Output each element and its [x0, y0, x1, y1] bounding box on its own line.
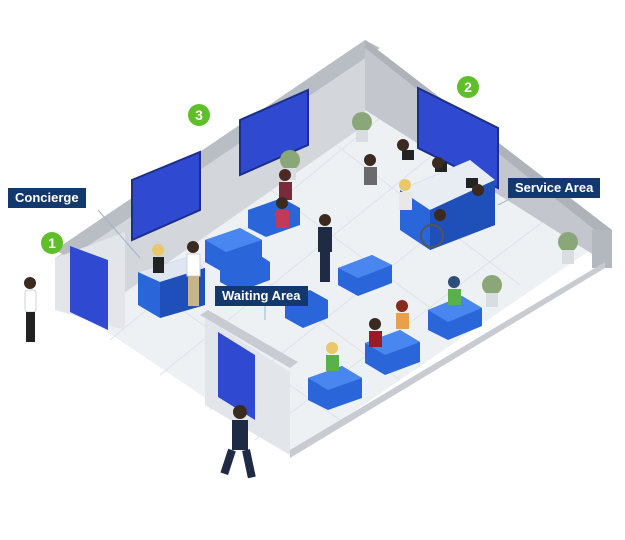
concierge-label: Concierge: [8, 188, 86, 208]
people: [24, 139, 484, 479]
badge-1: 1: [41, 232, 63, 254]
right-wall: [592, 230, 612, 268]
service-area-label: Service Area: [508, 178, 601, 198]
plants: [280, 112, 578, 307]
wall-screen-right: [417, 86, 499, 190]
service-area-pointer: [497, 197, 513, 206]
waiting-benches: [205, 198, 482, 410]
front-floor-edge: [290, 262, 605, 458]
front-partition-top: [200, 310, 298, 368]
entrance-door: [218, 332, 255, 420]
door-1: [70, 246, 108, 330]
badge-3: 3: [188, 104, 210, 126]
waiting-area-label: Waiting Area: [215, 286, 308, 306]
badge-2: 2: [457, 76, 479, 98]
wall-screen-left: [131, 150, 201, 242]
concierge-pointer: [97, 209, 141, 259]
wall-screen-center: [239, 88, 309, 177]
